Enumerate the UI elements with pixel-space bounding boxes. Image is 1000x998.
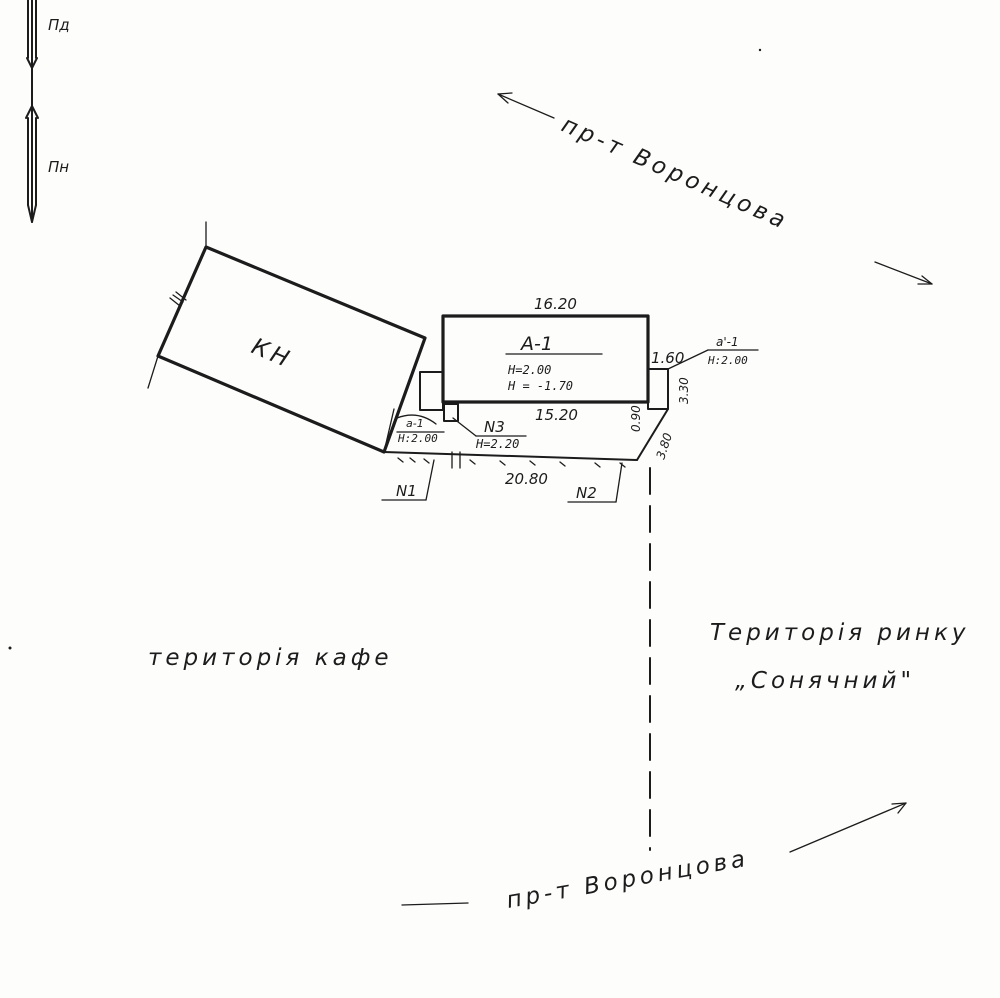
right-porch-height: Н:2.00 (707, 354, 748, 367)
fence-length-dimension: 20.80 (505, 470, 548, 488)
scan-dot (758, 48, 762, 52)
market-area-label-line1: Територія ринку (710, 620, 969, 646)
bottom-street-arrows (401, 802, 907, 906)
main-height-top: Н=2.00 (507, 363, 551, 377)
diagonal-dimension: 3.80 (654, 431, 676, 461)
n3-label: N3 (484, 418, 505, 436)
n3-block (443, 403, 527, 437)
main-height-bottom: Н = -1.70 (507, 379, 573, 393)
kn-label: КН (248, 334, 296, 374)
north-arrow-bottom-label: Пн (48, 158, 69, 176)
bottom-street-label: пр-т Воронцова (505, 846, 751, 914)
gap-dimension: 0.90 (629, 405, 643, 432)
diagonal-boundary (636, 408, 669, 461)
n3-height: Н=2.20 (475, 437, 519, 451)
top-street-arrows (497, 92, 933, 285)
main-building (441, 314, 650, 404)
left-porch-height: Н:2.00 (397, 432, 438, 445)
right-side-dimension: 3.30 (677, 377, 691, 404)
top-street-label: пр-т Воронцова (558, 112, 793, 236)
north-arrow-top-label: Пд (48, 16, 70, 34)
right-porch (647, 349, 759, 410)
north-arrow-icon (25, 0, 39, 223)
scan-dot (8, 646, 12, 650)
width-bottom-dimension: 15.20 (535, 406, 578, 424)
main-building-label: А-1 (519, 333, 553, 355)
market-area-label-line2: „Сонячний" (735, 668, 915, 694)
marker-n1: N1 (396, 482, 417, 500)
left-porch (396, 371, 445, 433)
kn-building (147, 221, 427, 454)
right-porch-label: а'-1 (716, 335, 739, 349)
marker-n2: N2 (576, 484, 597, 502)
left-porch-label: а-1 (406, 417, 424, 430)
cafe-area-label: територія кафе (148, 645, 393, 671)
width-top-dimension: 16.20 (534, 295, 577, 313)
right-top-dimension: 1.60 (651, 349, 684, 367)
fence-line (381, 451, 638, 503)
